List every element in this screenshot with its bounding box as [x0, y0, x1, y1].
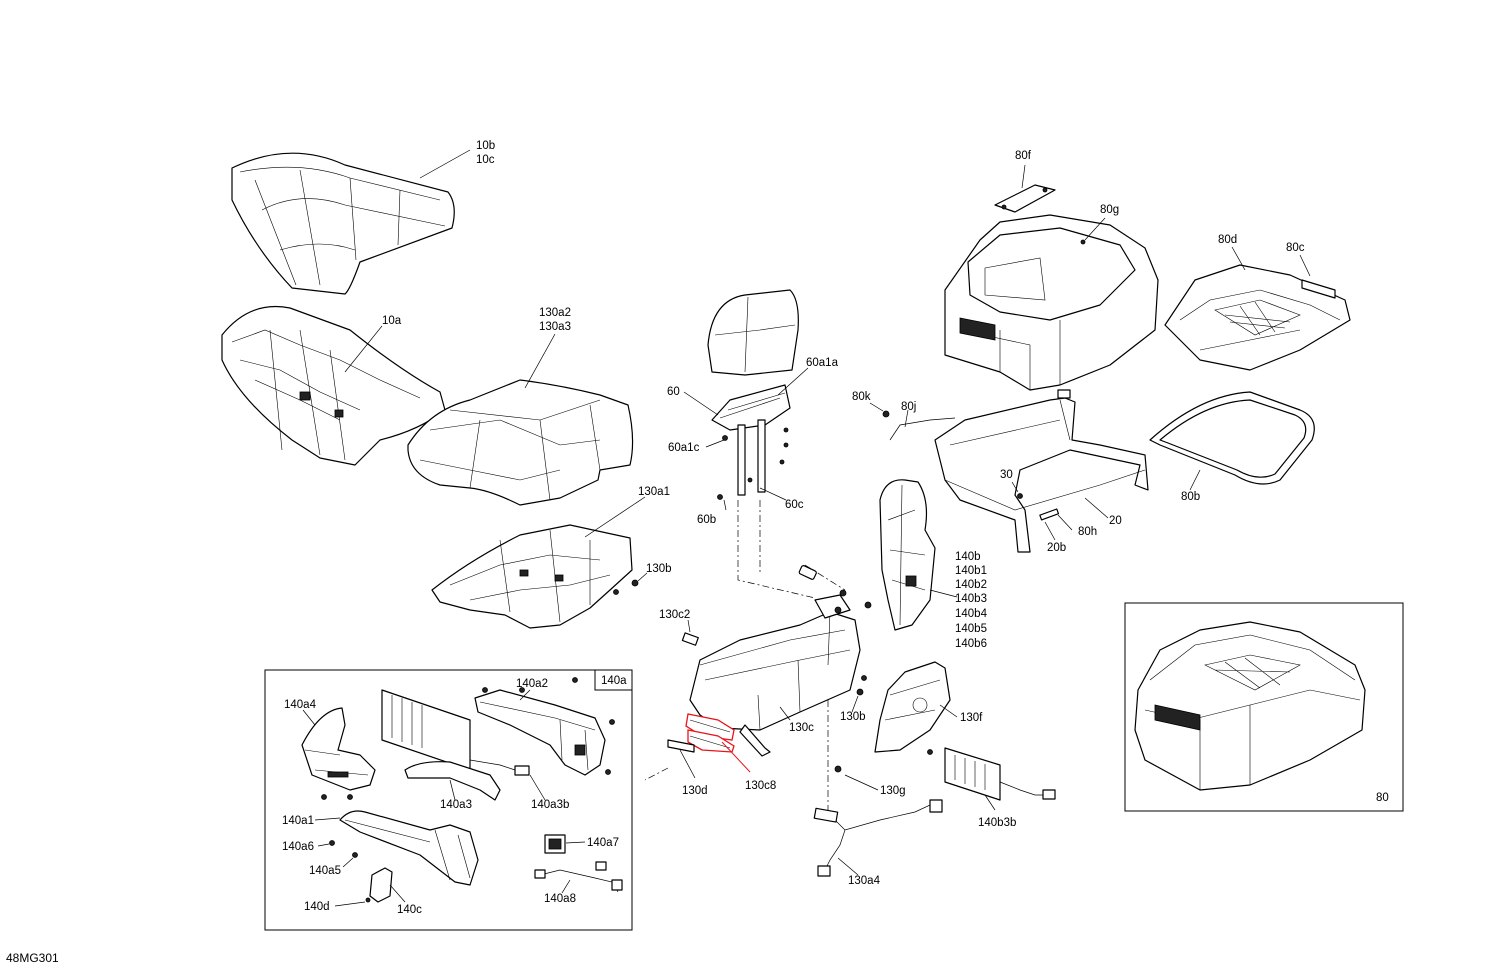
- switch-140a7[interactable]: [544, 834, 566, 854]
- label-140a8: 140a8: [544, 893, 576, 905]
- armrest-140a1[interactable]: [339, 810, 479, 886]
- storage-box-inset-80[interactable]: [1134, 621, 1366, 791]
- drawing-code: 48MG301: [6, 951, 59, 965]
- label-140a7: 140a7: [587, 837, 619, 849]
- label-130c: 130c: [789, 722, 814, 734]
- label-140b1: 140b1: [955, 565, 987, 577]
- inset-tag-140a: [594, 669, 633, 691]
- label-80d: 80d: [1218, 234, 1237, 246]
- armrest-cover-140a4[interactable]: [301, 707, 376, 791]
- label-60b: 60b: [697, 514, 716, 526]
- label-140a1: 140a1: [282, 815, 314, 827]
- label-140a3: 140a3: [440, 799, 472, 811]
- label-140b3: 140b3: [955, 593, 987, 605]
- label-80g: 80g: [1100, 204, 1119, 216]
- label-140c: 140c: [397, 904, 422, 916]
- label-140b6: 140b6: [955, 638, 987, 650]
- seat-cover-part[interactable]: [231, 152, 455, 295]
- label-60a1a: 60a1a: [806, 357, 839, 369]
- label-130c2: 130c2: [659, 609, 690, 621]
- label-60: 60: [667, 386, 680, 398]
- lid-80d-part[interactable]: [1164, 264, 1351, 371]
- seat-tray-part[interactable]: [431, 524, 633, 629]
- label-80h: 80h: [1078, 526, 1097, 538]
- label-80f: 80f: [1015, 150, 1032, 162]
- label-140b4: 140b4: [955, 608, 988, 620]
- label-140b2: 140b2: [955, 579, 987, 591]
- backrest-part[interactable]: [707, 289, 799, 496]
- handle-80c-part[interactable]: [1301, 279, 1336, 299]
- label-140d: 140d: [304, 901, 330, 913]
- side-cover-130f[interactable]: [874, 661, 951, 753]
- highlighted-part-130c8[interactable]: [685, 713, 735, 753]
- label-10c: 10c: [476, 154, 495, 166]
- label-130b-frame: 130b: [840, 711, 866, 723]
- label-130a3: 130a3: [539, 321, 571, 333]
- label-140a3b: 140a3b: [531, 799, 569, 811]
- seat-foam-part[interactable]: [407, 379, 634, 506]
- bracket-140b3b[interactable]: [944, 747, 1056, 801]
- label-140b: 140b: [955, 551, 981, 563]
- handle-140a3[interactable]: [404, 761, 501, 801]
- armrest-140b-part[interactable]: [879, 479, 936, 631]
- label-20: 20: [1109, 515, 1122, 527]
- label-140a: 140a: [601, 675, 627, 687]
- label-80: 80: [1376, 792, 1389, 804]
- inset-frame-140a: [264, 669, 633, 931]
- label-130f: 130f: [960, 712, 983, 724]
- wire-harness-130a4[interactable]: [813, 799, 943, 877]
- wire-140a8[interactable]: [534, 861, 623, 893]
- label-130a1: 130a1: [638, 486, 670, 498]
- label-130a4: 130a4: [848, 875, 881, 887]
- label-140b3b: 140b3b: [978, 817, 1016, 829]
- cover-plate-80f[interactable]: [994, 184, 1056, 213]
- armrest-140a2[interactable]: [474, 689, 606, 776]
- label-130b: 130b: [646, 563, 672, 575]
- label-130a2: 130a2: [539, 307, 571, 319]
- label-140a6: 140a6: [282, 841, 314, 853]
- label-10a: 10a: [382, 315, 402, 327]
- label-130g: 130g: [880, 785, 906, 797]
- label-80b: 80b: [1181, 491, 1200, 503]
- label-130d: 130d: [682, 785, 708, 797]
- label-20b: 20b: [1047, 542, 1066, 554]
- label-plate-130d[interactable]: [667, 739, 695, 753]
- label-140a4: 140a4: [284, 699, 317, 711]
- support-frame-20[interactable]: [934, 389, 1149, 553]
- label-80k: 80k: [852, 391, 871, 403]
- button-140c[interactable]: [369, 867, 393, 903]
- label-80c: 80c: [1286, 242, 1305, 254]
- label-130c8: 130c8: [745, 780, 776, 792]
- label-80j: 80j: [901, 401, 916, 413]
- label-140a5: 140a5: [309, 865, 341, 877]
- storage-box-part[interactable]: [944, 214, 1159, 391]
- label-30: 30: [1000, 469, 1013, 481]
- seal-80b-part[interactable]: [1149, 391, 1315, 485]
- label-60c: 60c: [785, 499, 804, 511]
- label-140a2: 140a2: [516, 678, 548, 690]
- inset-frame-80: [1124, 602, 1404, 812]
- label-60a1c: 60a1c: [668, 442, 700, 454]
- label-140b5: 140b5: [955, 623, 987, 635]
- bolt-130c2[interactable]: [681, 632, 699, 646]
- label-10b: 10b: [476, 140, 495, 152]
